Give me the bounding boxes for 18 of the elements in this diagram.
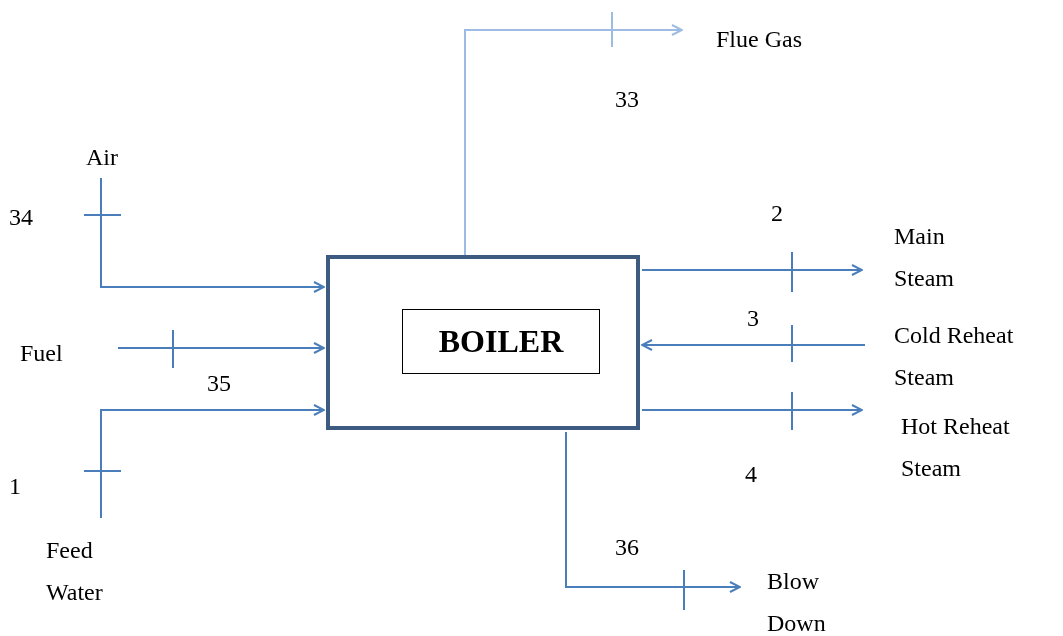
flow-arrow — [100, 404, 325, 519]
stream-label: Air — [86, 136, 136, 178]
flow-arrow — [117, 342, 325, 354]
stream-label: Cold Reheat Steam — [894, 314, 1059, 398]
stream-label: Hot Reheat Steam — [901, 405, 1056, 489]
stream-label: Feed Water — [46, 529, 136, 613]
flow-arrow — [100, 177, 325, 293]
flow-arrow — [641, 264, 863, 276]
flow-arrow — [464, 24, 683, 256]
stream-label: Blow Down — [767, 560, 847, 636]
flow-arrow — [641, 404, 863, 416]
flow-arrow — [641, 339, 866, 351]
boiler-box — [326, 255, 640, 430]
boiler-label-box: BOILER — [402, 309, 600, 374]
stream-label: Flue Gas — [716, 18, 846, 60]
stream-label: Fuel — [20, 332, 82, 374]
flow-arrow — [565, 431, 741, 593]
stream-label: Main Steam — [894, 215, 974, 299]
